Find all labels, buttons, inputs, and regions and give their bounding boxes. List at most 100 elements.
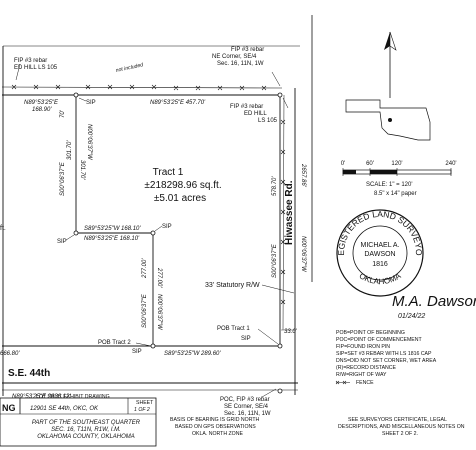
location-dot (388, 118, 392, 122)
tract1-label: Tract 1 ±218298.96 sq.ft. ±5.01 acres (144, 167, 221, 204)
road-name: Hiwassee Rd. (284, 180, 295, 245)
middle-sip-right: SIP (162, 224, 172, 230)
seal-ring-bottom: OKLAHOMA (358, 271, 403, 286)
south-tract-left-dist: 666.80' (0, 351, 20, 357)
scale-tick-1: 60' (366, 161, 374, 167)
nw-owner-text: ED HILL LS 105 (14, 65, 58, 71)
west-dist-right: 301.70' (79, 160, 85, 180)
north-dist-left: 168.90' (32, 107, 52, 113)
row-label: 33' Statutory R/W (205, 282, 260, 289)
east-dist-right: 2657.86' (300, 163, 306, 188)
basis-of-bearing: BASIS OF BEARING IS GRID NORTH BASED ON … (170, 417, 260, 437)
signature-date: 01/24/22 (398, 313, 425, 320)
middle-upper-bearing: S89°53'25"W 168.10' (84, 226, 141, 232)
ne-pin-ls: LS 105 (258, 118, 278, 124)
legend-item: R/W=RIGHT OF WAY (336, 372, 387, 378)
east-dist-left: 578.70' (272, 176, 278, 196)
notes: SEE SURVEYORS CERTIFICATE, LEGAL DESCRIP… (338, 417, 465, 437)
ne-pin-owner: ED HILL (244, 111, 267, 117)
tract1-name: Tract 1 (153, 167, 184, 178)
sheet-of: 1 OF 2 (134, 407, 150, 413)
street-bearing: N89°53'25"E 2636.12' (12, 394, 71, 400)
inner-bearing-left: S00°06'37"E (142, 293, 148, 328)
title-block: NG LOT SPLIT EXHIBIT DRAWING 12901 SE 44… (0, 394, 157, 447)
seal-name: MICHAEL A. (360, 242, 399, 249)
note-line: DESCRIPTIONS, AND MISCELLANEOUS NOTES ON (338, 424, 465, 430)
north-bearing-left: N89°53'25"E (24, 100, 59, 106)
poc-line2: SE Corner, SE/4 (224, 404, 269, 410)
inner-dist-right: 277.00' (156, 267, 162, 288)
note-line: SEE SURVEYORS CERTIFICATE, LEGAL (348, 417, 447, 423)
nw-fip-text: FIP #3 rebar (14, 58, 47, 64)
legend-item: DNS=DID NOT SET CORNER, WET AREA (336, 358, 437, 364)
not-included-note: not included (115, 62, 145, 74)
middle-lower-bearing: N89°53'25"E 168.10' (84, 236, 140, 242)
basis-line: OKLA. NORTH ZONE (192, 431, 243, 437)
scale-tick-0: 0' (341, 161, 345, 167)
ne-monument-label: FIP #3 rebar NE Corner, SE/4 Sec. 16, 11… (212, 47, 281, 87)
ne-section-text: Sec. 16, 11N, 1W (217, 61, 264, 67)
north-fence (1, 84, 283, 91)
pob-tract1: POB Tract 1 SIP 33.0' (217, 326, 298, 345)
tract1-area-acres: ±5.01 acres (154, 193, 206, 204)
ne-fip-text: FIP #3 rebar (231, 47, 264, 53)
legend-fence: FENCE (356, 380, 374, 386)
street-name: S.E. 44th (8, 368, 50, 379)
inner-dist-left: 277.00' (142, 258, 148, 279)
north-sip-label: SIP (86, 100, 96, 106)
legend: POB=POINT OF BEGINNING POC=POINT OF COMM… (335, 330, 437, 386)
title-address: 12901 SE 44th, OKC, OK (30, 406, 99, 412)
legend-item: POC=POINT OF COMMENCEMENT (336, 337, 422, 343)
south-tract-bearing: S89°53'25"W 289.60' (164, 351, 221, 357)
oklahoma-outline (345, 99, 431, 141)
left-edge-fragment: ft. (0, 225, 6, 232)
scale-tick-2: 120' (391, 161, 402, 167)
ne-pin-label: FIP #3 rebar ED HILL LS 105 (230, 97, 289, 124)
pob-tract2-label: POB Tract 2 (98, 340, 131, 346)
west-bearing-right: N00°06'37"W (86, 124, 92, 161)
ne-corner-text: NE Corner, SE/4 (212, 54, 257, 60)
basis-line: BASED ON GPS OBSERVATIONS (175, 424, 256, 430)
legend-item: FIP=FOUND IRON PIN (336, 344, 390, 350)
seal-ring-top: REGISTERED LAND SURVEYOR (0, 0, 424, 256)
west-top-mark: 70' (60, 109, 66, 118)
poc-line3: Sec. 16, 11N, 1W (224, 411, 271, 417)
scale-tick-3: 240' (445, 161, 456, 167)
ne-pin-fip: FIP #3 rebar (230, 104, 263, 110)
west-bearing-left: S00°06'37"E (60, 161, 66, 196)
pins (73, 92, 283, 394)
north-arrow (384, 31, 397, 98)
pob-tract1-label: POB Tract 1 (217, 326, 250, 332)
tract-boundaries (2, 88, 298, 395)
title-desc1: PART OF THE SOUTHEAST QUARTER (32, 420, 141, 426)
title-desc2: SEC. 16, T11N, R1W, I.M. (51, 427, 121, 433)
pob-tract2: POB Tract 2 SIP (98, 340, 152, 355)
legend-item: SIP=SET #3 REBAR WITH LS 1816 CAP (336, 351, 432, 357)
title-desc3: OKLAHOMA COUNTY, OKLAHOMA (37, 434, 135, 440)
east-fence (280, 94, 286, 331)
surveyor-signature: M.A. Dawson (392, 293, 476, 310)
nw-monument-label: FIP #3 rebar ED HILL LS 105 (14, 58, 58, 81)
scale-paper: 8.5" x 14" paper (374, 191, 417, 197)
poc-label: POC, FIP #3 rebar SE Corner, SE/4 Sec. 1… (220, 388, 277, 417)
pob-tract2-sip: SIP (132, 349, 142, 355)
legend-item: POB=POINT OF BEGINNING (336, 330, 405, 336)
surveyor-seal: REGISTERED LAND SURVEYOR OKLAHOMA MICHAE… (0, 0, 424, 297)
note-line: SHEET 2 OF 2. (382, 431, 418, 437)
east-bearing-right: N00°06'37"W (300, 236, 306, 273)
poc-line1: POC, FIP #3 rebar (220, 397, 270, 403)
scale-label: SCALE: 1" = 120' (366, 182, 412, 188)
west-dist-left: 301.70' (67, 140, 73, 160)
east-bearing-left: S00°06'37"E (272, 243, 278, 278)
north-bearing-right: N89°53'25"E 457.70' (150, 100, 206, 106)
seal-surname: DAWSON (364, 251, 395, 258)
legend-item: (R)=RECORD DISTANCE (336, 365, 397, 371)
title-cut-text: NG (2, 403, 16, 413)
sheet-label: SHEET (136, 400, 154, 406)
title-text: LOT SPLIT EXHIBIT DRAWING (36, 394, 110, 400)
seal-number: 1816 (372, 261, 388, 268)
inner-bearing-right: N00°06'37"W (156, 294, 162, 331)
pob-tract1-sip: SIP (241, 336, 251, 342)
scale-bar: 0' 60' 120' 240' SCALE: 1" = 120' 8.5" x… (341, 161, 457, 197)
